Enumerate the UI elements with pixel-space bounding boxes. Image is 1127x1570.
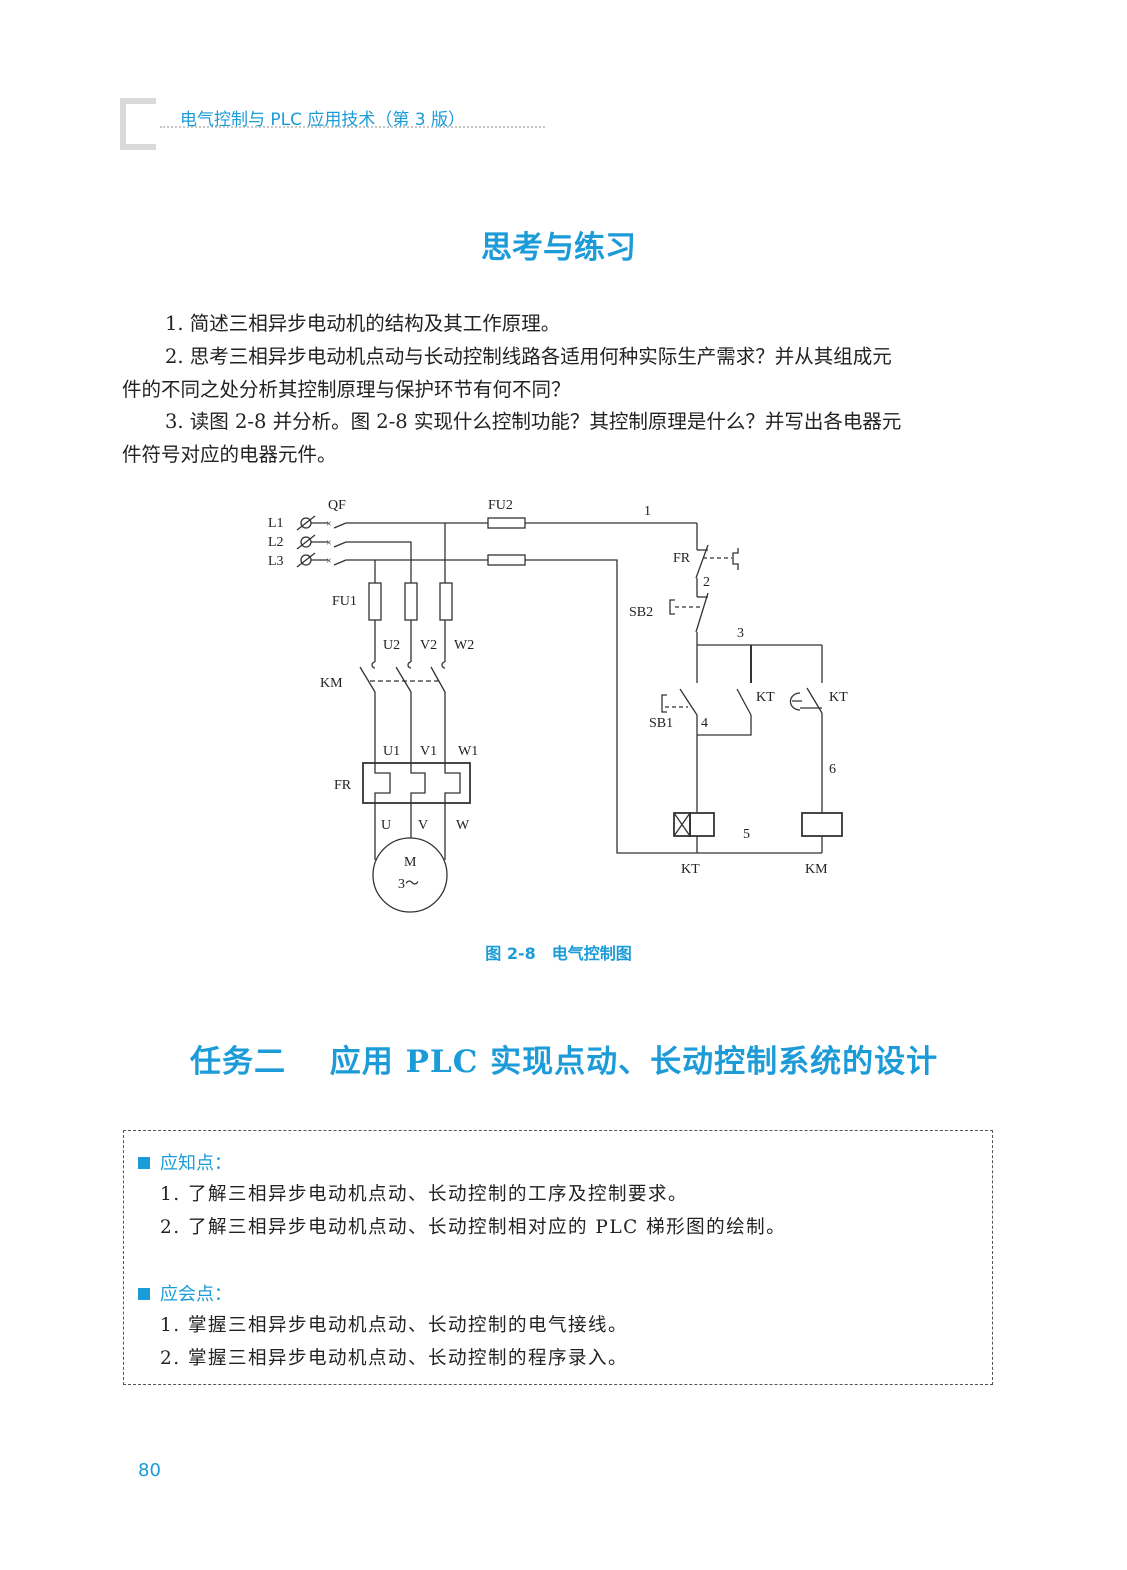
label-KT-coil: KT — [681, 862, 700, 877]
fuses-FU1 — [368, 582, 453, 662]
bullet-square-icon — [138, 1157, 150, 1169]
label-FR: FR — [334, 778, 352, 793]
question-1: 1. 简述三相异步电动机的结构及其工作原理。 — [122, 308, 997, 341]
motor-symbol — [372, 837, 448, 913]
label-SB1: SB1 — [649, 716, 673, 731]
page-number: 80 — [138, 1460, 161, 1481]
label-V2: V2 — [420, 638, 437, 653]
label-W: W — [456, 818, 470, 833]
circuit-diagram: L1 L2 L3 QF ××× FU2 FU1 U2 V2 — [268, 498, 848, 913]
task-title: 任务二 应用 PLC 实现点动、长动控制系统的设计 — [190, 1044, 939, 1080]
heading-text: 应知点： — [160, 1153, 232, 1174]
header-bracket-decoration — [120, 98, 156, 150]
label-V1: V1 — [420, 744, 437, 759]
wire-number-3: 3 — [737, 626, 744, 641]
label-U: U — [381, 818, 391, 833]
label-KT-nc-contact: KT — [829, 690, 848, 705]
label-W2: W2 — [454, 638, 474, 653]
heading-text: 应会点： — [160, 1284, 232, 1305]
label-KT-no-contact: KT — [756, 690, 775, 705]
label-L2: L2 — [268, 535, 284, 550]
question-3: 3. 读图 2-8 并分析。图 2-8 实现什么控制功能？其控制原理是什么？并写… — [122, 406, 997, 471]
wire-number-5: 5 — [743, 827, 750, 842]
terminal-symbols — [296, 515, 328, 568]
wire-number-6: 6 — [829, 762, 836, 777]
label-L3: L3 — [268, 554, 284, 569]
label-U1: U1 — [383, 744, 400, 759]
label-SB2: SB2 — [629, 605, 653, 620]
label-V: V — [418, 818, 428, 833]
question-text: 件符号对应的电器元件。 — [122, 442, 337, 466]
fuses-FU2 — [487, 517, 526, 566]
svg-text:×: × — [326, 538, 332, 549]
label-U2: U2 — [383, 638, 400, 653]
running-header-title: 电气控制与 PLC 应用技术（第 3 版） — [180, 110, 466, 130]
label-FU2: FU2 — [488, 498, 513, 513]
label-M: M — [404, 855, 417, 870]
wire-number-2: 2 — [703, 575, 710, 590]
svg-text:×: × — [326, 556, 332, 567]
objectives-box — [123, 1130, 993, 1385]
label-KM-coil: KM — [805, 862, 828, 877]
label-KM: KM — [320, 676, 343, 691]
question-text: 2. 思考三相异步电动机点动与长动控制线路各适用何种实际生产需求？并从其组成元 — [165, 345, 892, 368]
control-circuit — [661, 523, 843, 853]
label-phase: 3～ — [398, 877, 419, 892]
know-item: 1. 了解三相异步电动机点动、长动控制的工序及控制要求。 — [160, 1184, 689, 1205]
wire-number-4: 4 — [701, 716, 708, 731]
section-title: 思考与练习 — [481, 230, 636, 266]
label-FR-contact: FR — [673, 551, 691, 566]
svg-text:×: × — [326, 519, 332, 530]
label-FU1: FU1 — [332, 594, 357, 609]
question-text: 件的不同之处分析其控制原理与保护环节有何不同？ — [122, 377, 571, 401]
know-heading: 应知点： — [138, 1149, 232, 1175]
thermal-relay-FR — [362, 762, 471, 860]
breaker-QF: × × × — [326, 519, 347, 567]
header-dotted-rule — [160, 126, 545, 128]
contactor-KM-main — [359, 661, 446, 763]
wire-number-1: 1 — [644, 504, 651, 519]
label-L1: L1 — [268, 516, 284, 531]
know-item: 2. 了解三相异步电动机点动、长动控制相对应的 PLC 梯形图的绘制。 — [160, 1217, 787, 1238]
can-heading: 应会点： — [138, 1280, 232, 1306]
question-2: 2. 思考三相异步电动机点动与长动控制线路各适用何种实际生产需求？并从其组成元件… — [122, 341, 997, 406]
bullet-square-icon — [138, 1288, 150, 1300]
question-text: 3. 读图 2-8 并分析。图 2-8 实现什么控制功能？其控制原理是什么？并写… — [165, 410, 902, 433]
label-W1: W1 — [458, 744, 478, 759]
figure-caption: 图 2-8 电气控制图 — [485, 944, 632, 963]
can-item: 2. 掌握三相异步电动机点动、长动控制的程序录入。 — [160, 1348, 629, 1369]
question-text: 1. 简述三相异步电动机的结构及其工作原理。 — [165, 312, 561, 335]
can-item: 1. 掌握三相异步电动机点动、长动控制的电气接线。 — [160, 1315, 629, 1336]
label-QF: QF — [328, 498, 346, 513]
